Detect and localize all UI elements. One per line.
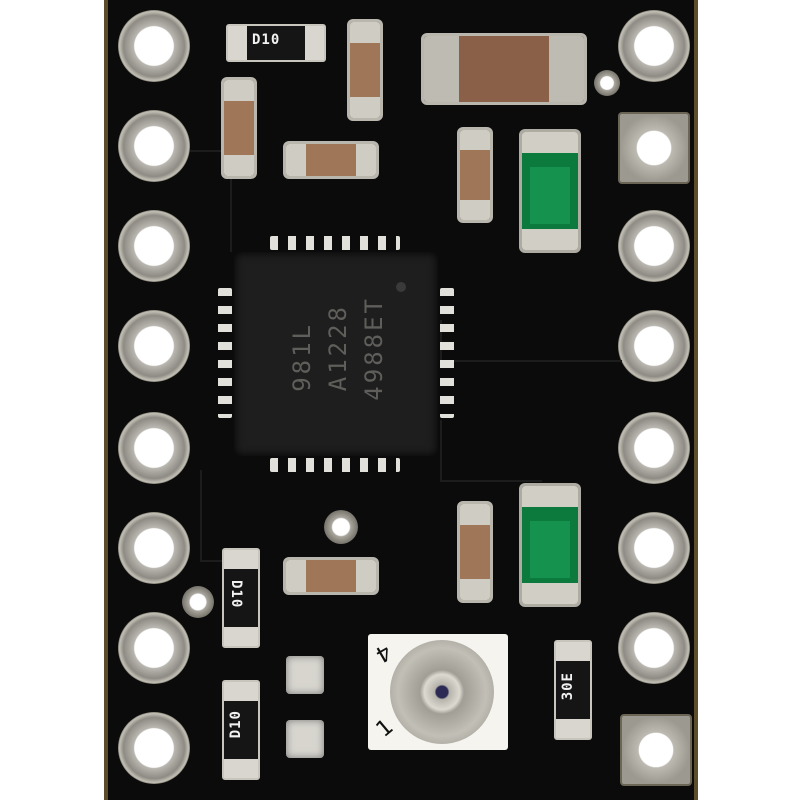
via — [324, 510, 358, 544]
right-pin-3 — [618, 210, 690, 282]
capacitor-right-vertical — [460, 130, 490, 220]
right-pin-5 — [618, 412, 690, 484]
resistor-right-label: 30E — [560, 672, 576, 701]
right-pin-8 — [620, 714, 692, 786]
resistor-left-upper — [222, 548, 260, 648]
ic-legs-bottom — [270, 458, 400, 472]
diode-bottom — [522, 486, 578, 604]
capacitor-lower-mid — [286, 560, 376, 592]
stepper-driver-ic: 4988ET A1228 981L — [234, 252, 438, 456]
diode-top — [522, 132, 578, 250]
via — [594, 70, 620, 96]
chip-marking-line1: 4988ET — [360, 296, 388, 401]
potentiometer-knob[interactable] — [390, 640, 494, 744]
capacitor-large — [424, 36, 584, 102]
test-pad-lower — [286, 720, 324, 758]
resistor-top-label: D10 — [252, 32, 281, 48]
trace — [440, 420, 542, 482]
trace — [200, 470, 232, 562]
capacitor-lower-right — [460, 504, 490, 600]
capacitor-mid-horizontal — [286, 144, 376, 176]
right-pin-2 — [618, 112, 690, 184]
potentiometer-mark-bottom: 1 — [371, 714, 399, 743]
right-pin-1 — [618, 10, 690, 82]
resistor-left-lower-label: D10 — [228, 710, 244, 739]
pin1-marker — [396, 282, 406, 292]
trimmer-potentiometer[interactable]: 4 1 — [368, 634, 508, 750]
ic-legs-top — [270, 236, 400, 250]
resistor-left-upper-label: D10 — [228, 580, 244, 609]
right-pin-6 — [618, 512, 690, 584]
left-pin-7 — [118, 612, 190, 684]
resistor-top — [226, 24, 326, 62]
chip-marking-line2: A1228 — [324, 304, 352, 392]
capacitor-top-small — [350, 22, 380, 118]
resistor-right — [554, 640, 592, 740]
left-pin-8 — [118, 712, 190, 784]
left-pin-1 — [118, 10, 190, 82]
left-pin-2 — [118, 110, 190, 182]
trace — [190, 150, 232, 252]
left-pin-5 — [118, 412, 190, 484]
left-pin-6 — [118, 512, 190, 584]
left-pin-3 — [118, 210, 190, 282]
test-pad-upper — [286, 656, 324, 694]
right-pin-4 — [618, 310, 690, 382]
via — [182, 586, 214, 618]
left-pin-4 — [118, 310, 190, 382]
right-pin-7 — [618, 612, 690, 684]
potentiometer-mark-top: 4 — [370, 638, 396, 667]
ic-legs-left — [218, 288, 232, 418]
trace — [440, 320, 622, 362]
capacitor-left-small — [224, 80, 254, 176]
chip-marking-line3: 981L — [288, 322, 316, 392]
resistor-left-lower — [222, 680, 260, 780]
ic-legs-right — [440, 288, 454, 418]
